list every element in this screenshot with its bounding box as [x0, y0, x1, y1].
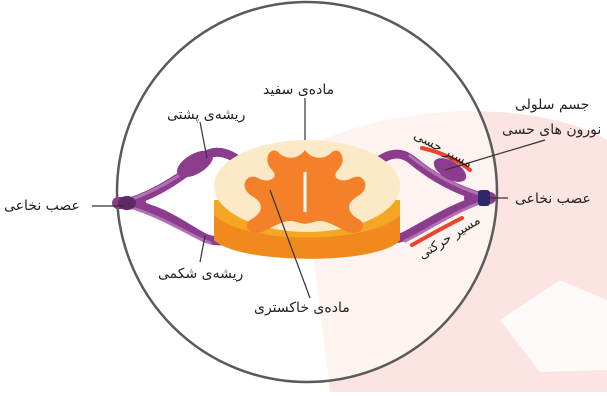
label-cell-body-line1: جسم سلولی	[515, 97, 589, 113]
label-gray-matter: ماده‌ی خاکستری	[254, 300, 350, 316]
label-dorsal-root: ریشه‌ی پشتی	[167, 107, 245, 123]
label-spinal-nerve-right: عصب نخاعی	[515, 191, 591, 207]
label-white-matter: ماده‌ی سفید	[263, 82, 334, 98]
right-nerve-end	[478, 190, 490, 206]
left-nerve-end	[118, 196, 136, 210]
label-ventral-root: ریشه‌ی شکمی	[158, 266, 243, 282]
label-spinal-nerve-left: عصب نخاعی	[4, 198, 80, 214]
label-cell-body-line2: نورون های حسی	[502, 122, 601, 138]
